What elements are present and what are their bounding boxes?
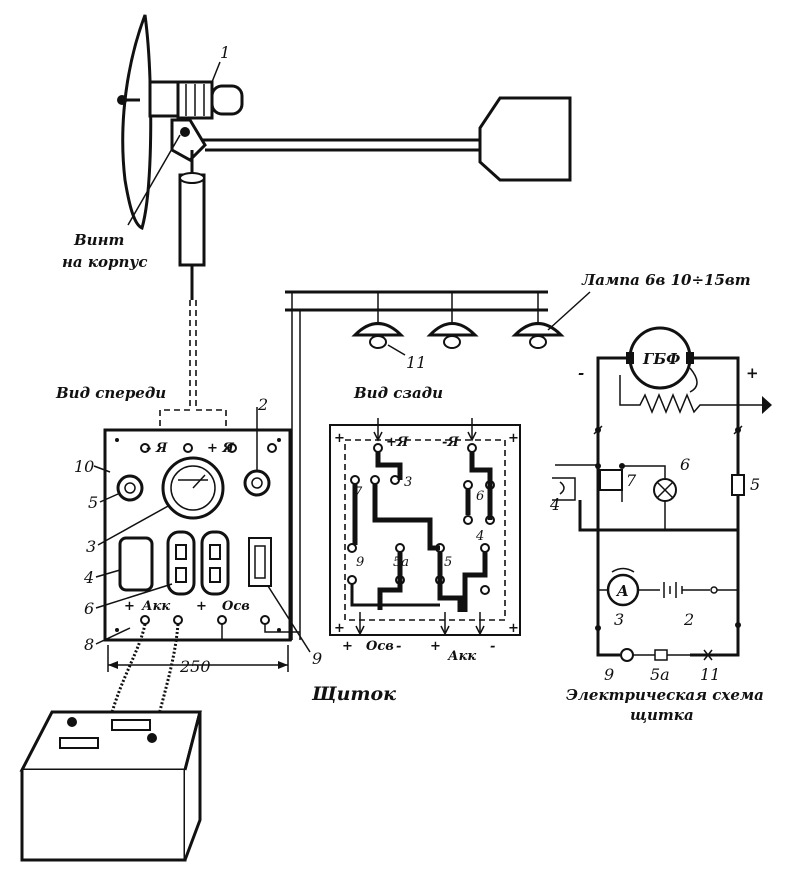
switch-plate xyxy=(118,536,154,592)
label-panel: Щиток xyxy=(311,683,396,705)
lamp-3 xyxy=(511,322,565,349)
front-term-osv: Осв xyxy=(222,599,250,614)
label-schematic-1: Электрическая схема xyxy=(566,686,764,704)
rear-term-minus-ya: -Я xyxy=(442,435,459,450)
label-screw: Винт xyxy=(73,231,124,249)
rear-panel: + + + + xyxy=(329,418,521,636)
front-panel xyxy=(103,428,292,642)
front-term-plus-ya: + Я xyxy=(207,441,234,456)
schem-7: 7 xyxy=(626,471,637,490)
rear-plus-akk: + xyxy=(430,639,441,654)
front-plus-1: + xyxy=(124,599,135,614)
schem-generator-label: ГБФ xyxy=(642,350,680,368)
schem-5: 5 xyxy=(750,475,760,494)
schem-2: 2 xyxy=(683,610,694,629)
label-rear-view: Вид сзади xyxy=(353,384,443,402)
front-plus-2: + xyxy=(196,599,207,614)
relay-7 xyxy=(599,469,623,491)
label-lamp: Лампа 6в 10÷15вт xyxy=(581,271,751,289)
rear-t7: 7 xyxy=(354,485,363,500)
schem-6: 6 xyxy=(680,455,690,474)
tail-vane xyxy=(478,96,572,182)
cable-minus xyxy=(159,300,191,440)
propeller-blade xyxy=(121,14,153,231)
callout-9: 9 xyxy=(312,649,322,668)
front-term-minus-ya: - Я xyxy=(146,441,168,456)
lamp-2 xyxy=(426,322,479,349)
svg-text:+: + xyxy=(508,431,519,446)
rear-term-osv: Осв xyxy=(366,639,394,654)
hub xyxy=(148,80,180,118)
terminal-minus-ya xyxy=(140,443,150,453)
callout-11: 11 xyxy=(406,353,426,372)
dimension-line xyxy=(107,645,289,672)
svg-text:+: + xyxy=(508,621,519,636)
wind-generator xyxy=(117,14,572,440)
callout-5: 5 xyxy=(88,493,98,512)
fuse-holder-2 xyxy=(200,530,230,596)
callout-8: 8 xyxy=(84,635,94,654)
cable-plus xyxy=(195,300,227,440)
rear-t3: 3 xyxy=(404,475,412,490)
schem-plus: + xyxy=(746,364,759,382)
schem-minus: - xyxy=(578,364,584,382)
schem-ammeter-label: A xyxy=(615,582,629,600)
overhead-wiring xyxy=(285,290,548,640)
rear-plus-osv: + xyxy=(342,639,353,654)
schematic xyxy=(552,326,772,662)
dimension-250: 250 xyxy=(179,657,211,676)
propeller-hub-nut xyxy=(117,95,127,105)
callout-2: 2 xyxy=(257,395,268,414)
terminal-plus-ya xyxy=(227,443,237,453)
svg-text:+: + xyxy=(334,621,345,636)
mount-bracket xyxy=(170,118,207,162)
callout-1: 1 xyxy=(220,43,230,62)
screw-pointer xyxy=(127,134,181,226)
front-term-akk: Акк xyxy=(141,599,170,614)
label-front-view: Вид спереди xyxy=(55,384,166,402)
rear-t6: 6 xyxy=(476,489,484,504)
rear-term-plus-ya: +Я xyxy=(386,435,409,450)
battery-cable-1 xyxy=(108,623,147,721)
callout-3: 3 xyxy=(86,537,96,556)
schem-3: 3 xyxy=(614,610,624,629)
label-schematic-2: щитка xyxy=(630,706,694,724)
rear-minus-osv: - xyxy=(396,639,401,654)
fuse-holder-1 xyxy=(166,530,196,596)
schem-11: 11 xyxy=(700,665,720,684)
label-on-body: на корпус xyxy=(62,253,148,271)
lamp-pointer xyxy=(547,291,591,331)
callout-10: 10 xyxy=(74,457,94,476)
battery-cable-2 xyxy=(153,623,180,731)
generator-cap xyxy=(210,84,244,116)
rear-t4: 4 xyxy=(475,529,484,544)
svg-text:+: + xyxy=(334,431,345,446)
rear-t5: 5 xyxy=(444,555,452,570)
battery xyxy=(19,710,202,862)
callout-4: 4 xyxy=(83,568,94,587)
rear-t9: 9 xyxy=(356,555,364,570)
rear-t5a: 5а xyxy=(393,555,409,570)
rear-term-akk: Акк xyxy=(447,649,476,664)
schem-4: 4 xyxy=(549,495,560,514)
rear-minus-akk: - xyxy=(490,639,495,654)
schem-5a: 5а xyxy=(650,665,670,684)
schem-9: 9 xyxy=(604,665,614,684)
callout-6: 6 xyxy=(84,599,94,618)
mast-tube xyxy=(178,173,206,267)
lamp-1 xyxy=(351,322,405,349)
schem-fuse-5 xyxy=(731,474,745,496)
